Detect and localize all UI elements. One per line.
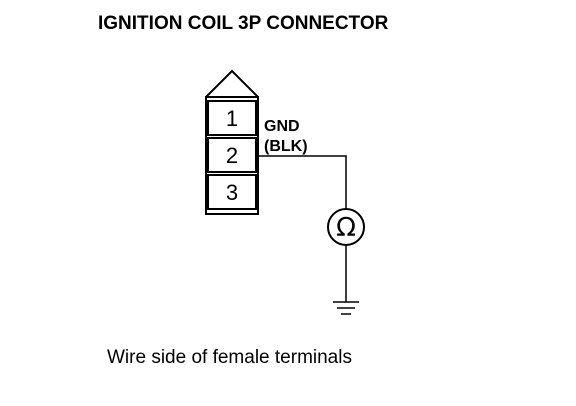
- wire-label-gnd: GND: [264, 118, 300, 135]
- pin-number-1: 1: [226, 106, 238, 131]
- pin-number-3: 3: [226, 180, 238, 205]
- ground-icon: [333, 301, 359, 315]
- ohm-symbol: Ω: [336, 213, 356, 243]
- connector-key-shape: [205, 69, 259, 98]
- diagram-caption: Wire side of female terminals: [107, 347, 352, 368]
- wire-color-code: (BLK): [264, 138, 308, 155]
- connector-cavity-2: [207, 137, 257, 173]
- connector-cavity-1: [207, 100, 257, 136]
- diagram-title: IGNITION COIL 3P CONNECTOR: [98, 13, 389, 34]
- connector-3p: [205, 69, 259, 215]
- wire-to-ohmmeter: [256, 155, 347, 209]
- pin-number-2: 2: [226, 143, 238, 168]
- connector-cavity-3: [207, 174, 257, 210]
